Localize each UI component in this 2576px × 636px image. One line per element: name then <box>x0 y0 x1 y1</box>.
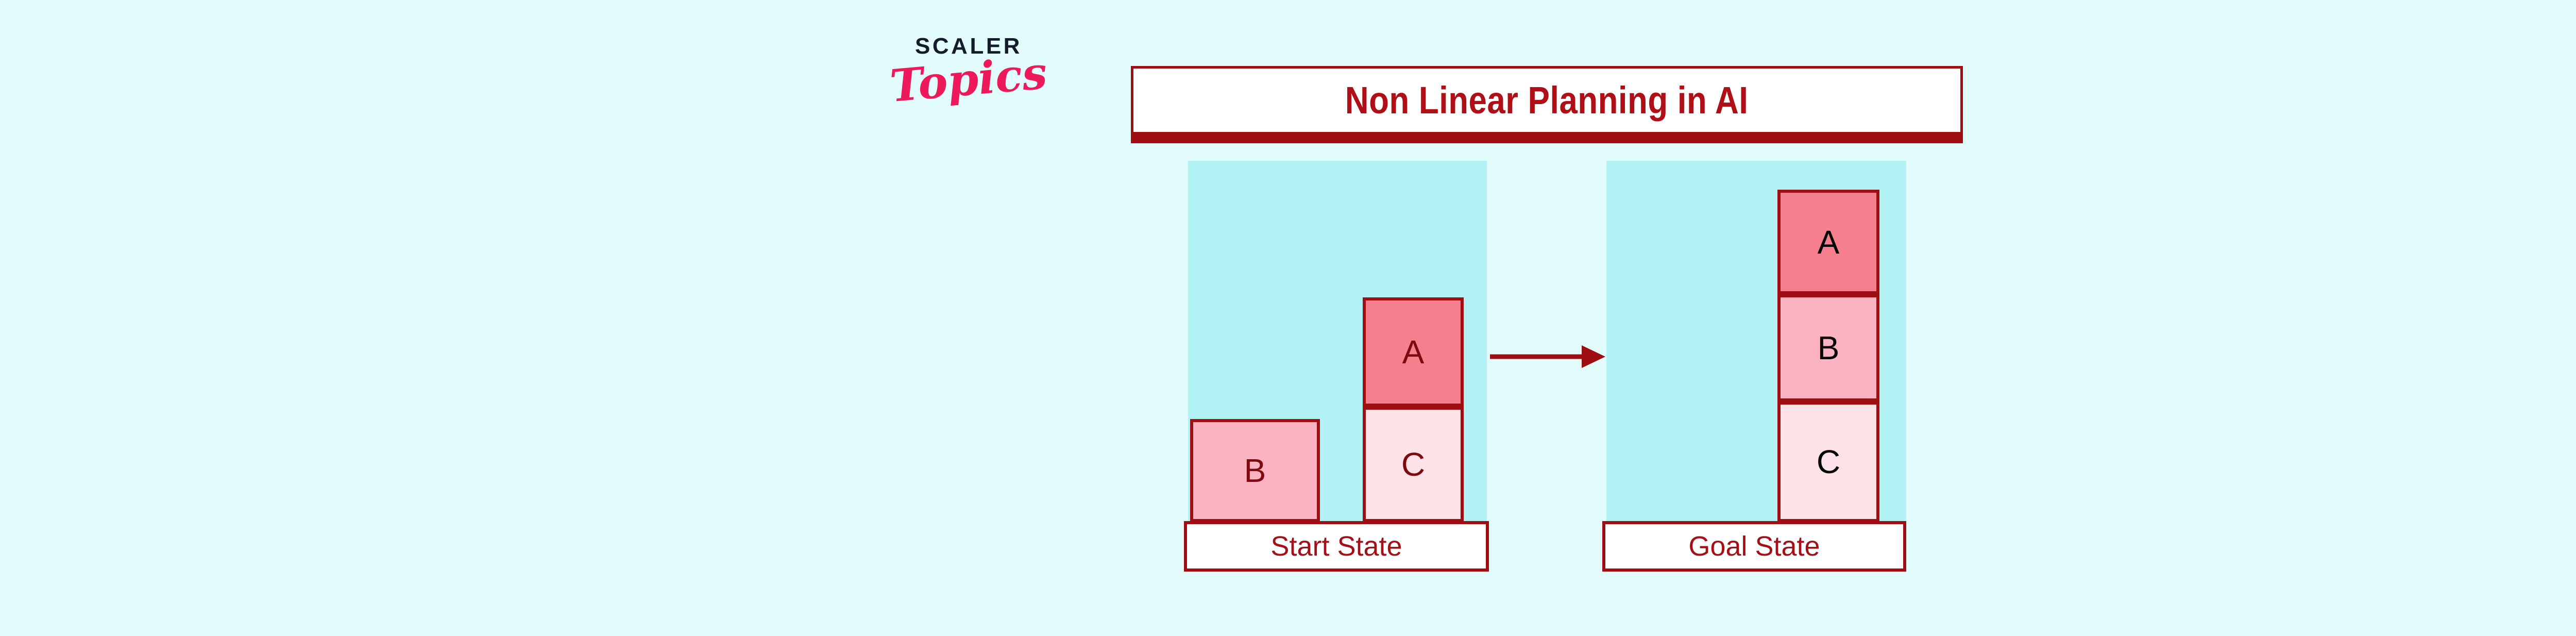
page-title: Non Linear Planning in AI <box>1345 79 1749 122</box>
goal-state-caption-label: Goal State <box>1688 531 1820 562</box>
title-banner: Non Linear Planning in AI <box>1131 66 1963 143</box>
scaler-topics-logo: SCALER Topics <box>876 35 1061 138</box>
goal-state-caption: Goal State <box>1602 521 1906 572</box>
goal-block-c: C <box>1777 401 1879 522</box>
arrow-right-icon <box>1489 340 1606 373</box>
goal-block-a: A <box>1777 190 1879 294</box>
goal-block-a-label: A <box>1817 223 1840 261</box>
start-block-a: A <box>1363 297 1464 407</box>
start-state-caption-label: Start State <box>1270 531 1402 562</box>
goal-block-c-label: C <box>1816 443 1841 480</box>
start-state-caption: Start State <box>1184 521 1489 572</box>
start-block-a-label: A <box>1402 333 1425 371</box>
goal-block-b-label: B <box>1817 329 1840 366</box>
logo-brand-text: SCALER <box>915 34 1022 59</box>
start-block-c-label: C <box>1401 446 1426 483</box>
start-block-b-label: B <box>1244 452 1266 489</box>
start-block-b: B <box>1190 419 1320 522</box>
start-block-c: C <box>1363 407 1464 522</box>
logo-product-text: Topics <box>888 46 1049 113</box>
goal-block-b: B <box>1777 294 1879 401</box>
